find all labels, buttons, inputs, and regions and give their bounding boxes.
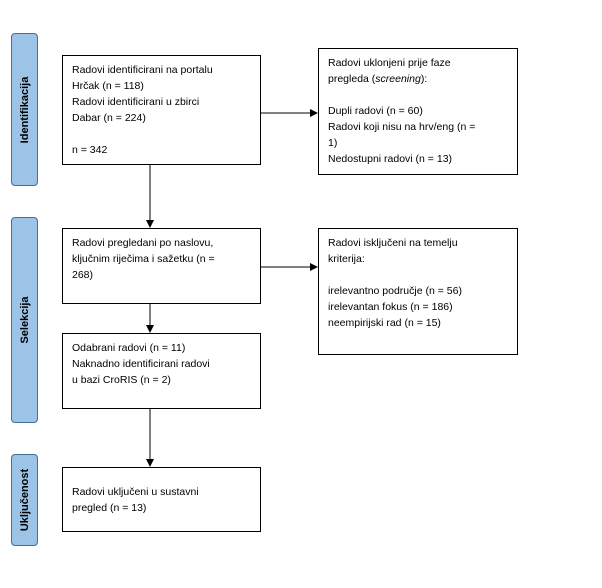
- included-line-1: Radovi uključeni u sustavni: [72, 486, 199, 498]
- removed-spacer: [328, 87, 508, 103]
- excluded-spacer: [328, 267, 508, 283]
- screened-line-2: ključnim riječima i sažetku (n =: [72, 253, 215, 265]
- stage-label-inclusion: Uključenost: [11, 454, 38, 546]
- removed-line-2-b: screening: [375, 73, 421, 85]
- screened-line-3: 268): [72, 269, 94, 281]
- removed-line-4: Radovi koji nisu na hrv/eng (n =: [328, 121, 476, 133]
- box-records-included: Radovi uključeni u sustavni pregled (n =…: [62, 467, 261, 532]
- screened-line-1: Radovi pregledani po naslovu,: [72, 237, 214, 249]
- removed-line-3: Dupli radovi (n = 60): [328, 105, 423, 117]
- selected-line-2: Naknadno identificirani radovi: [72, 358, 210, 370]
- excluded-line-1: Radovi isključeni na temelju: [328, 237, 458, 249]
- removed-line-2: pregleda (screening):: [328, 71, 508, 87]
- identified-line-4: Dabar (n = 224): [72, 112, 146, 124]
- excluded-line-3: irelevantno područje (n = 56): [328, 285, 462, 297]
- selected-line-3: u bazi CroRIS (n = 2): [72, 374, 171, 386]
- excluded-line-5: neempirijski rad (n = 15): [328, 317, 441, 329]
- removed-line-6: Nedostupni radovi (n = 13): [328, 153, 453, 165]
- excluded-line-4: irelevantan fokus (n = 186): [328, 301, 453, 313]
- removed-line-5: 1): [328, 137, 338, 149]
- box-records-identified: Radovi identificirani na portalu Hrčak (…: [62, 55, 261, 165]
- selected-line-1: Odabrani radovi (n = 11): [72, 342, 186, 354]
- removed-line-2-c: ):: [420, 73, 428, 85]
- box-records-selected: Odabrani radovi (n = 11) Naknadno identi…: [62, 333, 261, 409]
- removed-line-2-a: pregleda (: [328, 73, 376, 85]
- identified-spacer: [72, 126, 251, 142]
- identified-line-1: Radovi identificirani na portalu: [72, 64, 213, 76]
- box-records-excluded: Radovi isključeni na temelju kriterija: …: [318, 228, 518, 355]
- excluded-line-2: kriterija:: [328, 253, 365, 265]
- included-line-2: pregled (n = 13): [72, 502, 147, 514]
- stage-label-identification: Identifikacija: [11, 33, 38, 186]
- box-records-removed: Radovi uklonjeni prije faze pregleda (sc…: [318, 48, 518, 175]
- box-records-screened: Radovi pregledani po naslovu, ključnim r…: [62, 228, 261, 304]
- identified-line-3: Radovi identificirani u zbirci: [72, 96, 200, 108]
- identified-line-5: n = 342: [72, 144, 108, 156]
- removed-line-1: Radovi uklonjeni prije faze: [328, 57, 451, 69]
- identified-line-2: Hrčak (n = 118): [72, 80, 144, 92]
- stage-label-selection: Selekcija: [11, 217, 38, 423]
